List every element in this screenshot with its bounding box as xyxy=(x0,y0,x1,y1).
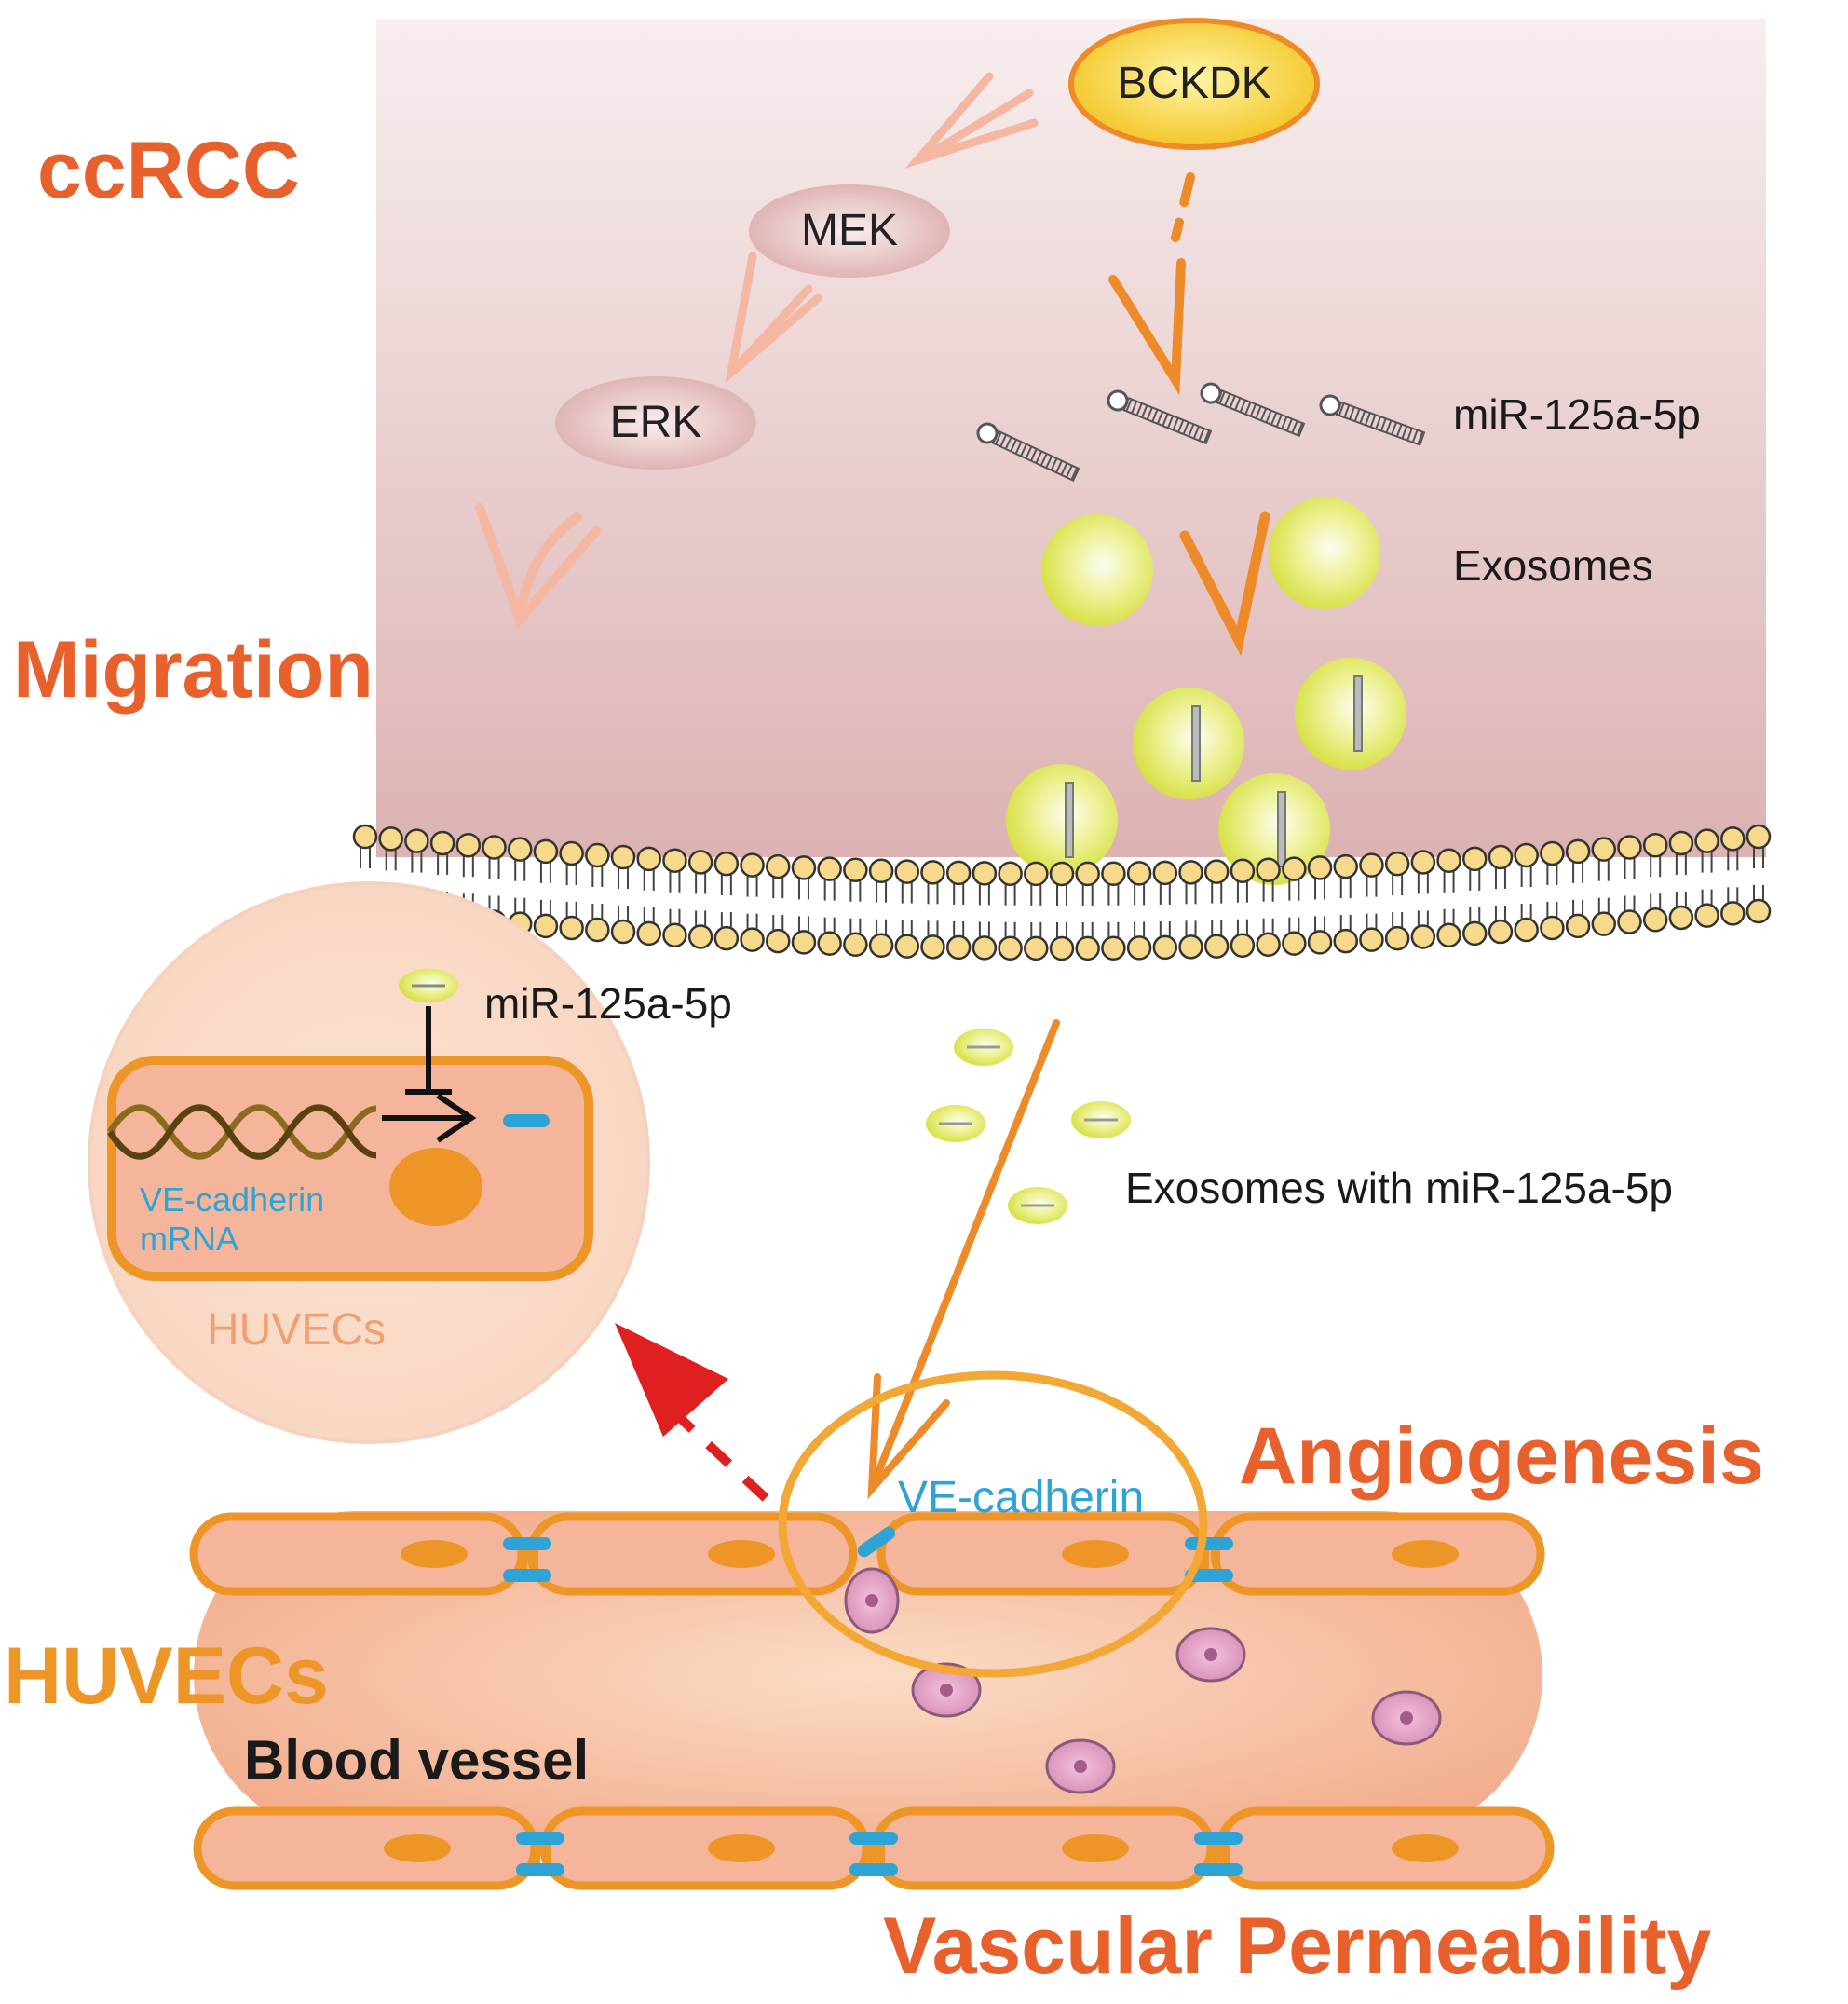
erk-node xyxy=(555,376,756,470)
exosomes-empty xyxy=(1041,498,1380,626)
lipid-bilayer-membrane xyxy=(352,824,1772,961)
ve-cadherin-mrna-label-line2: mRNA xyxy=(140,1220,238,1258)
ve-cadherin-highlight-ring xyxy=(778,1370,1208,1678)
angiogenesis-label: Angiogenesis xyxy=(1239,1411,1764,1501)
inset-exosome-icon xyxy=(399,969,458,1002)
bckdk-label: BCKDK xyxy=(1117,59,1271,108)
junction-links xyxy=(522,1550,1230,1863)
erk-label: ERK xyxy=(609,398,702,447)
mirna-hairpins xyxy=(976,382,1426,483)
bckdk-node xyxy=(1068,18,1320,150)
exosome-to-vessel-arrow xyxy=(867,1019,1060,1500)
ccrcc-label: ccRCC xyxy=(37,126,300,215)
exosome-release-arrow xyxy=(1179,511,1270,657)
mek-node xyxy=(749,184,950,278)
bckdk-to-mek-arrow xyxy=(904,72,1039,170)
mirna-label-inset: miR-125a-5p xyxy=(484,979,732,1028)
blood-vessel-label: Blood vessel xyxy=(244,1729,590,1792)
mirna-inhibition-arrow xyxy=(382,1006,477,1143)
exosomes-label: Exosomes xyxy=(1453,541,1653,590)
blood-vessel-lumen xyxy=(194,1511,1542,1839)
huvec-row-top xyxy=(189,1512,1545,1596)
mek-label: MEK xyxy=(800,206,898,255)
huvec-inset-nucleus xyxy=(389,1148,482,1226)
erk-to-migration-arrow xyxy=(475,503,601,629)
vascular-permeability-label: Vascular Permeability xyxy=(883,1902,1712,1991)
ve-cadherin-vessel-label: VE-cadherin xyxy=(898,1473,1145,1522)
ve-cadherin-junctions xyxy=(503,1526,1243,1876)
exosomes-with-mirna-label: Exosomes with miR-125a-5p xyxy=(1125,1164,1674,1212)
huvecs-label: HUVECs xyxy=(4,1631,329,1721)
migration-label: Migration xyxy=(13,625,374,715)
extracellular-exosomes xyxy=(926,1029,1131,1224)
dna-helix-icon xyxy=(107,1104,377,1160)
ve-cadherin-mrna-label-line1: VE-cadherin xyxy=(140,1180,325,1219)
ve-cadherin-protein-inset xyxy=(503,1114,550,1127)
mek-to-erk-arrow xyxy=(725,252,822,384)
huvecs-inset-label: HUVECs xyxy=(207,1305,387,1355)
blood-cell-nuclei xyxy=(865,1594,1413,1773)
mirna-label-top: miR-125a-5p xyxy=(1453,390,1701,439)
bckdk-to-mirna-arrow xyxy=(1108,172,1195,396)
vessel-to-inset-arrow xyxy=(615,1323,769,1502)
exosomes-loaded xyxy=(1006,658,1406,885)
